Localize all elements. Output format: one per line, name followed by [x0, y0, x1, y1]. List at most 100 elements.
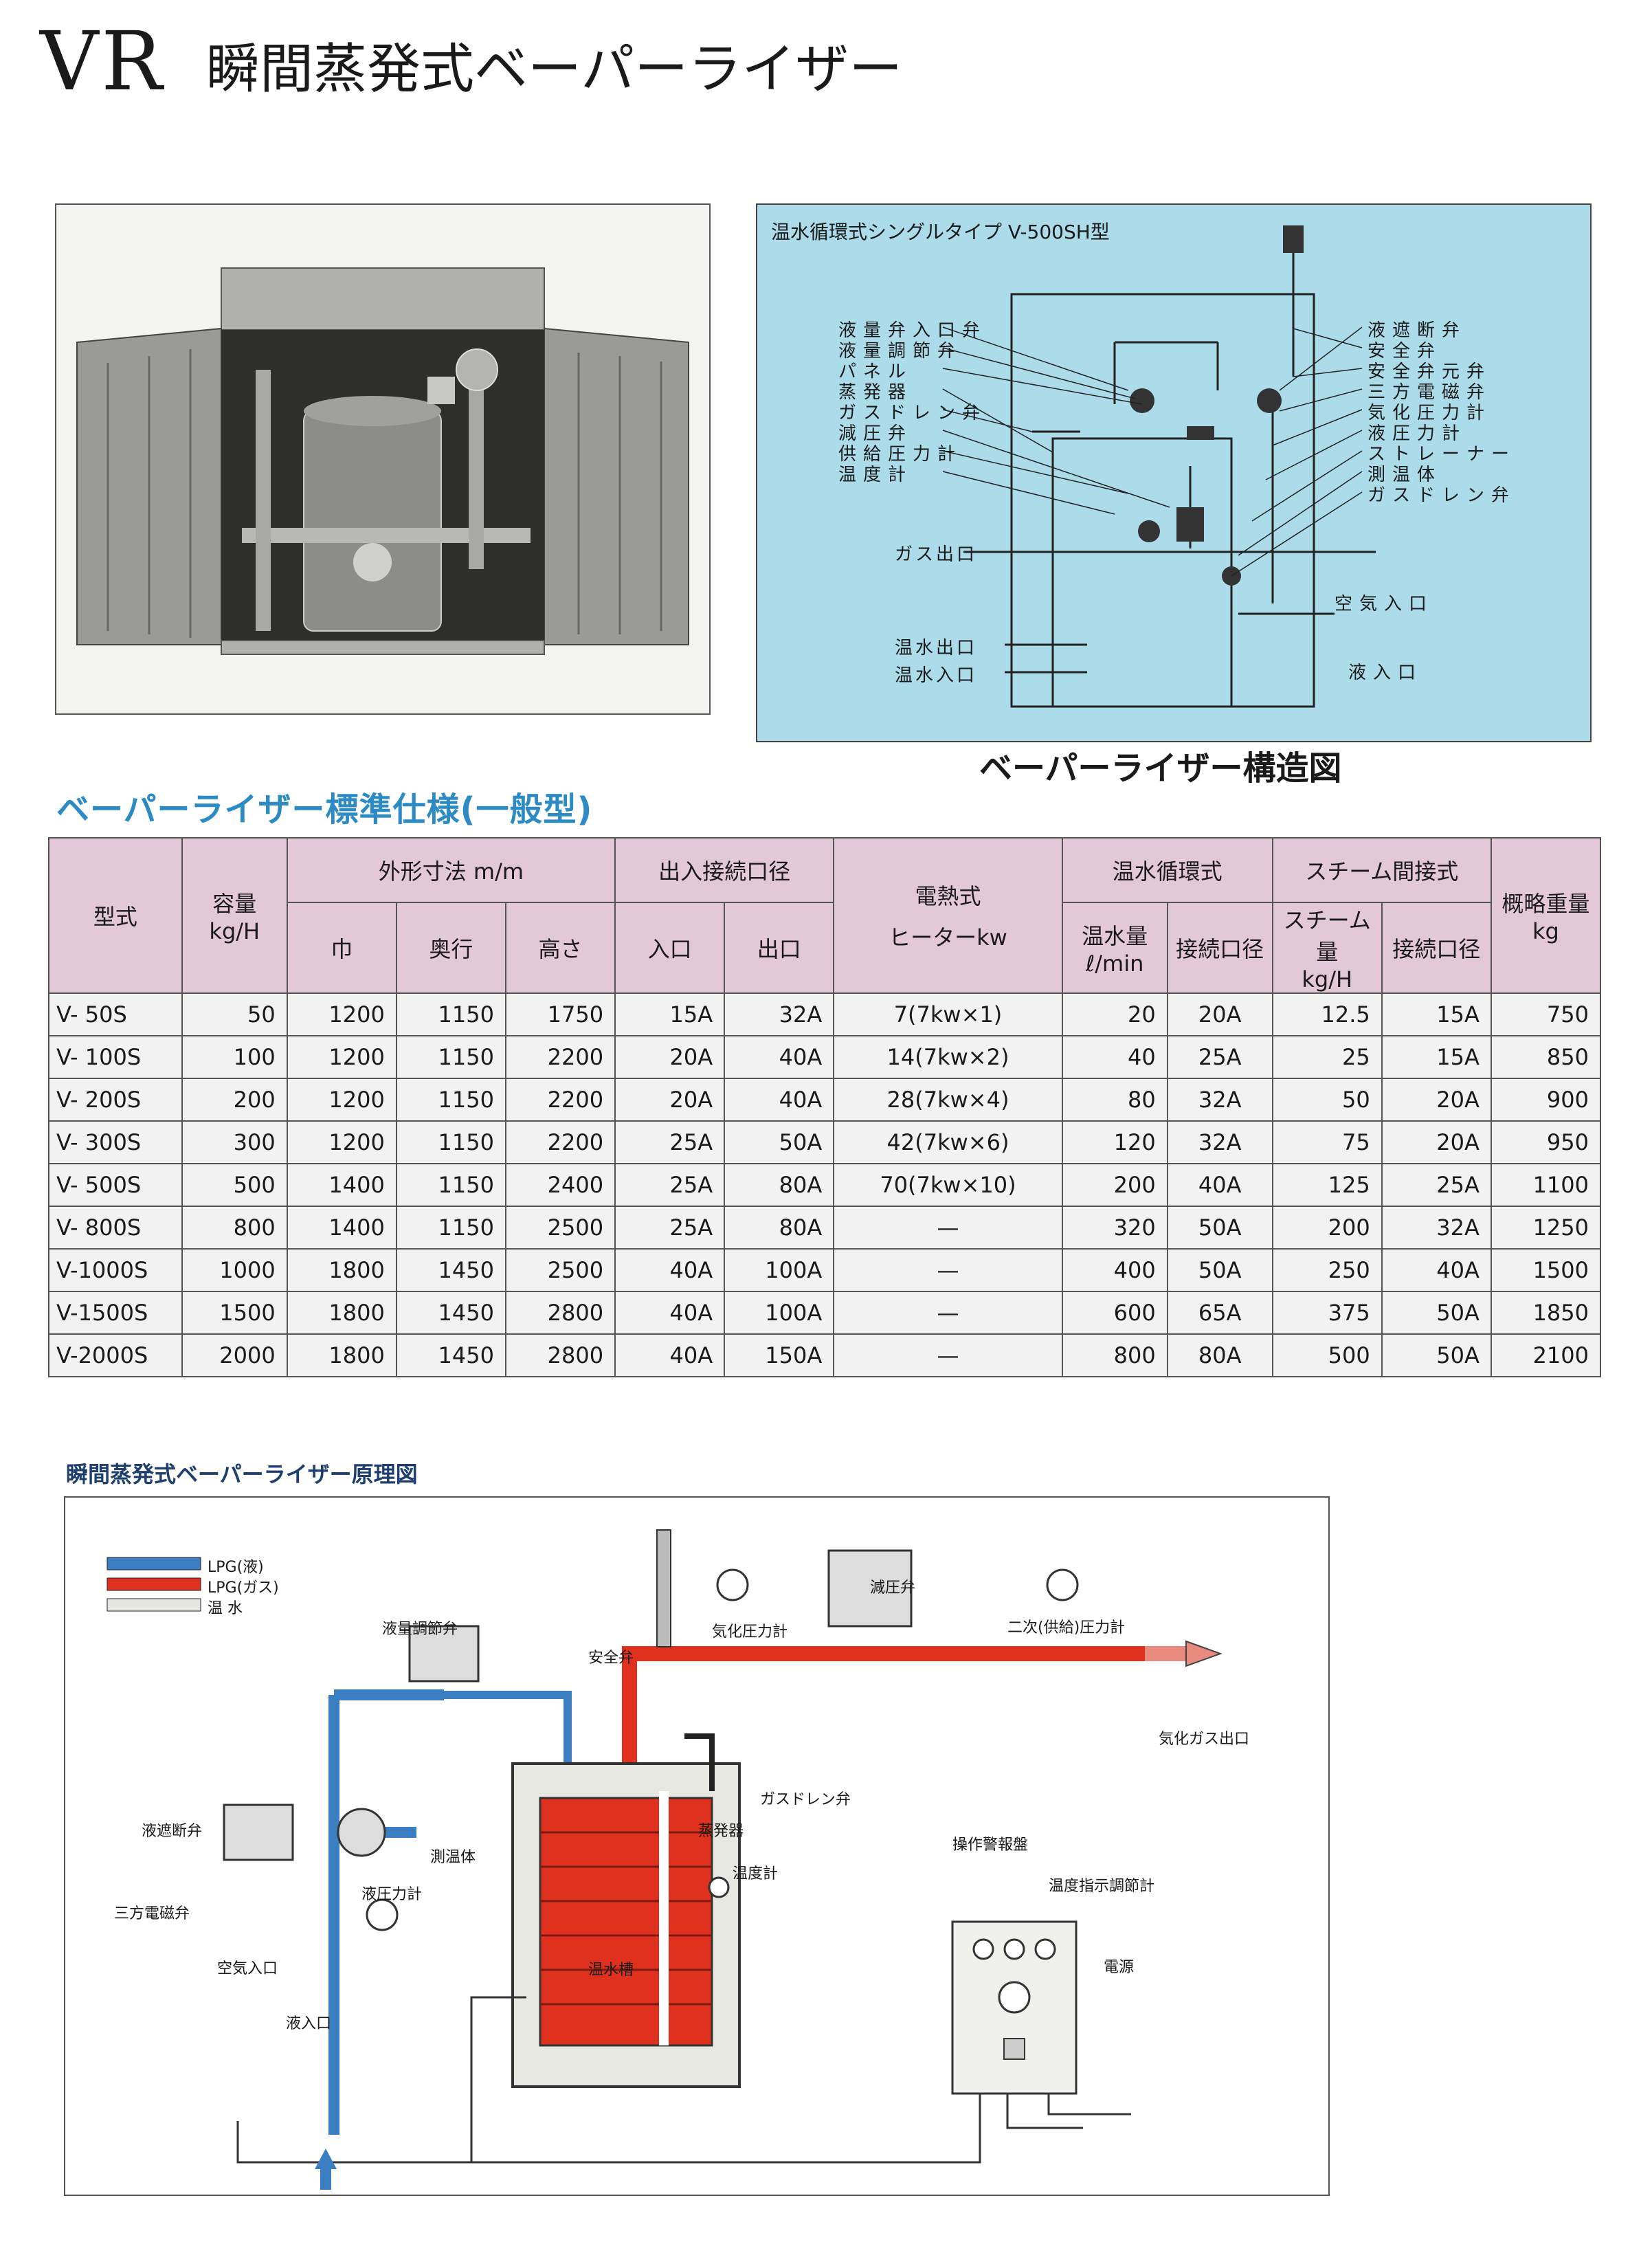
label-p-water-tank: 温水槽 [588, 1962, 634, 1979]
label-strainer: ストレーナー [1368, 444, 1517, 465]
table-cell: V- 200S [48, 1078, 183, 1122]
table-cell: — [833, 1333, 1063, 1377]
table-cell: 1200 [286, 1120, 397, 1164]
table-cell: 50 [181, 992, 288, 1036]
table-cell: V-2000S [48, 1333, 183, 1377]
table-cell: 375 [1271, 1291, 1383, 1335]
table-cell: 750 [1490, 992, 1602, 1036]
table-cell: 15A [1381, 1035, 1492, 1079]
table-cell: 25A [614, 1163, 726, 1207]
table-cell: 7(7kw×1) [833, 992, 1063, 1036]
table-cell: 1150 [395, 1035, 506, 1079]
label-p-vapor-gauge: 気化圧力計 [712, 1623, 788, 1641]
table-cell: 25A [614, 1206, 726, 1250]
table-cell: 20A [614, 1078, 726, 1122]
table-cell: V-1000S [48, 1248, 183, 1292]
table-cell: 800 [181, 1206, 288, 1250]
legend-water: 温 水 [208, 1600, 243, 1617]
table-cell: 25A [614, 1120, 726, 1164]
table-cell: 1400 [286, 1163, 397, 1207]
table-cell: 65A [1166, 1291, 1273, 1335]
table-cell: 1450 [395, 1291, 506, 1335]
table-cell: 2200 [504, 1078, 616, 1122]
table-cell: 50A [1166, 1248, 1273, 1292]
table-cell: 25A [1381, 1163, 1492, 1207]
label-liquid-inlet-valve: 液量弁入口弁 [838, 320, 987, 341]
table-cell: V- 50S [48, 992, 183, 1036]
table-cell: 14(7kw×2) [833, 1035, 1063, 1079]
structure-drawing [942, 225, 1376, 708]
label-p-reducer: 減圧弁 [870, 1579, 916, 1597]
table-cell: 20A [1381, 1120, 1492, 1164]
table-cell: 80A [1166, 1333, 1273, 1377]
table-cell: — [833, 1291, 1063, 1335]
page-title: 瞬間蒸発式ベーパーライザー [206, 38, 903, 100]
table-cell: 2500 [504, 1206, 616, 1250]
th-weight-label: 概略重量 [1502, 891, 1590, 917]
label-p-thermometer: 温度計 [733, 1865, 779, 1883]
label-p-drain: ガスドレン弁 [760, 1791, 851, 1808]
th-heater-label: ヒーターkw [889, 924, 1007, 951]
table-cell: 1500 [1490, 1248, 1602, 1292]
table-cell: 1150 [395, 1206, 506, 1250]
table-cell: 1150 [395, 1163, 506, 1207]
table-cell: 15A [1381, 992, 1492, 1036]
th-depth: 奥行 [395, 902, 506, 994]
label-air-in: 空気入口 [1335, 594, 1434, 614]
principle-drawing [64, 1496, 1330, 2196]
label-gas-drain-right: ガスドレン弁 [1368, 485, 1517, 506]
label-gas-out: ガス出口 [895, 544, 978, 565]
label-liquid-gauge: 液圧力計 [1368, 423, 1467, 444]
label-vapor-gauge: 気化圧力計 [1368, 403, 1492, 423]
table-cell: 1200 [286, 992, 397, 1036]
label-reducer: 減圧弁 [838, 423, 913, 444]
table-cell: 1450 [395, 1333, 506, 1377]
label-thermometer: 温度計 [838, 465, 913, 485]
th-capacity-unit: kg/H [209, 918, 260, 944]
table-cell: 50A [1166, 1206, 1273, 1250]
label-gas-drain: ガスドレン弁 [838, 403, 987, 423]
label-water-out: 温水出口 [895, 638, 978, 658]
table-cell: 100A [724, 1248, 835, 1292]
page-code: VR [40, 14, 166, 109]
table-cell: — [833, 1248, 1063, 1292]
table-cell: 1750 [504, 992, 616, 1036]
table-cell: 1200 [286, 1035, 397, 1079]
table-cell: 80A [724, 1163, 835, 1207]
table-cell: 1500 [181, 1291, 288, 1335]
table-cell: 1450 [395, 1248, 506, 1292]
table-cell: 28(7kw×4) [833, 1078, 1063, 1122]
label-safety-valve: 安全弁 [1368, 341, 1442, 362]
vaporizer-photo [55, 203, 711, 715]
label-water-in: 温水入口 [895, 665, 978, 686]
table-cell: 20A [614, 1035, 726, 1079]
table-cell: 2200 [504, 1035, 616, 1079]
principle-diagram: LPG(液) LPG(ガス) 温 水 液量調節弁 安全弁 気化圧力計 減圧弁 二… [59, 1447, 1348, 2199]
structure-caption: ベーパーライザー構造図 [979, 749, 1342, 788]
th-steam-conn: 接続口径 [1381, 902, 1492, 994]
table-cell: 40A [1166, 1163, 1273, 1207]
spec-heading: ベーパーライザー標準仕様(一般型) [56, 790, 593, 829]
table-cell: 1150 [395, 992, 506, 1036]
table-cell: 150A [724, 1333, 835, 1377]
label-panel: パネル [838, 362, 913, 382]
table-cell: V- 800S [48, 1206, 183, 1250]
table-cell: 40 [1061, 1035, 1168, 1079]
table-cell: 200 [1061, 1163, 1168, 1207]
table-cell: 600 [1061, 1291, 1168, 1335]
table-cell: 20A [1166, 992, 1273, 1036]
th-steam-unit: kg/H [1302, 966, 1353, 992]
table-cell: 1800 [286, 1248, 397, 1292]
table-cell: V- 100S [48, 1035, 183, 1079]
table-cell: 800 [1061, 1333, 1168, 1377]
table-cell: 2400 [504, 1163, 616, 1207]
table-cell: 900 [1490, 1078, 1602, 1122]
label-supply-gauge: 供給圧力計 [838, 444, 963, 465]
label-solenoid: 三方電磁弁 [1368, 382, 1492, 403]
table-cell: 75 [1271, 1120, 1383, 1164]
table-cell: 80 [1061, 1078, 1168, 1122]
